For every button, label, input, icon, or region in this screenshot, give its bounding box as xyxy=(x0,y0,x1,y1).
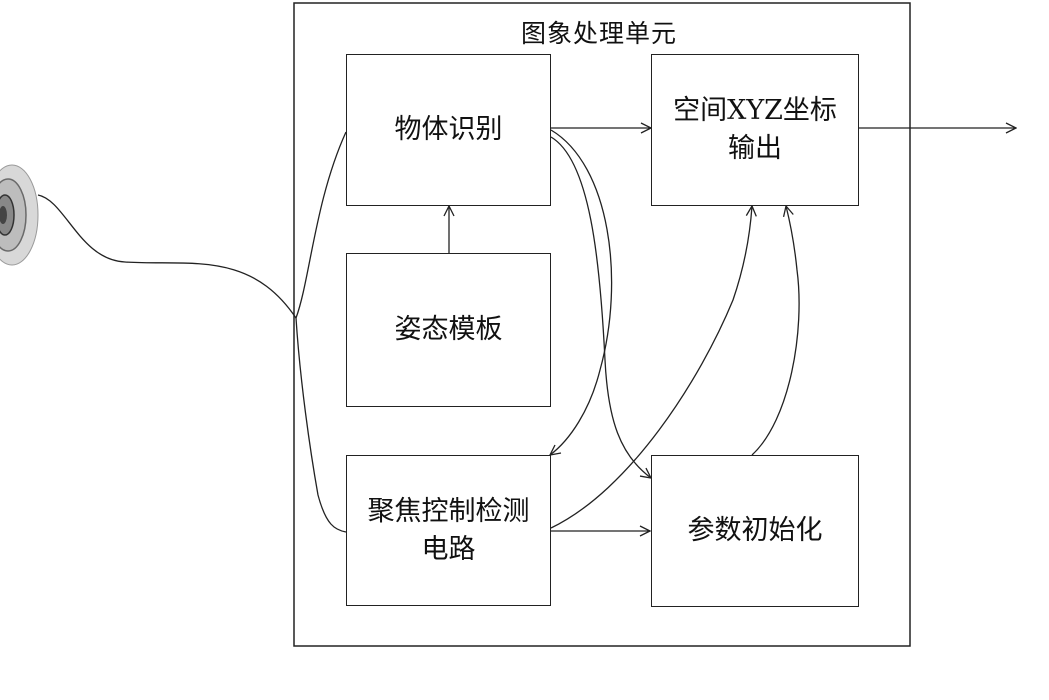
wire-camera-to-focus xyxy=(295,317,347,533)
node-xyz-label-line2: 输出 xyxy=(728,133,782,164)
node-object-recognition-label: 物体识别 xyxy=(394,114,503,145)
arrow-focus-to-xyz xyxy=(550,206,752,529)
node-parameter-initialization: 参数初始化 xyxy=(651,455,859,607)
arrow-recognition-to-param xyxy=(550,136,651,478)
camera-lens-icon xyxy=(0,164,39,266)
arrow-param-to-xyz xyxy=(751,206,800,456)
node-focus-label-line2: 电路 xyxy=(421,533,476,565)
node-xyz-label-line1: 空间XYZ坐标 xyxy=(673,95,837,126)
node-xyz-coordinate-output: 空间XYZ坐标 输出 xyxy=(651,54,859,206)
node-pose-template: 姿态模板 xyxy=(346,253,551,407)
node-focus-detection-circuit: 聚焦控制检测 电路 xyxy=(346,455,551,606)
node-focus-label-line1: 聚焦控制检测 xyxy=(367,495,530,527)
node-pose-template-label: 姿态模板 xyxy=(394,314,503,345)
node-object-recognition: 物体识别 xyxy=(346,54,551,206)
processing-unit-title: 图象处理单元 xyxy=(521,19,678,48)
wire-camera-to-recognition xyxy=(295,131,347,319)
arrow-recognition-to-focus xyxy=(550,129,613,455)
node-param-init-label: 参数初始化 xyxy=(687,515,823,546)
processing-unit-frame xyxy=(293,2,911,647)
camera-cable xyxy=(37,194,297,319)
